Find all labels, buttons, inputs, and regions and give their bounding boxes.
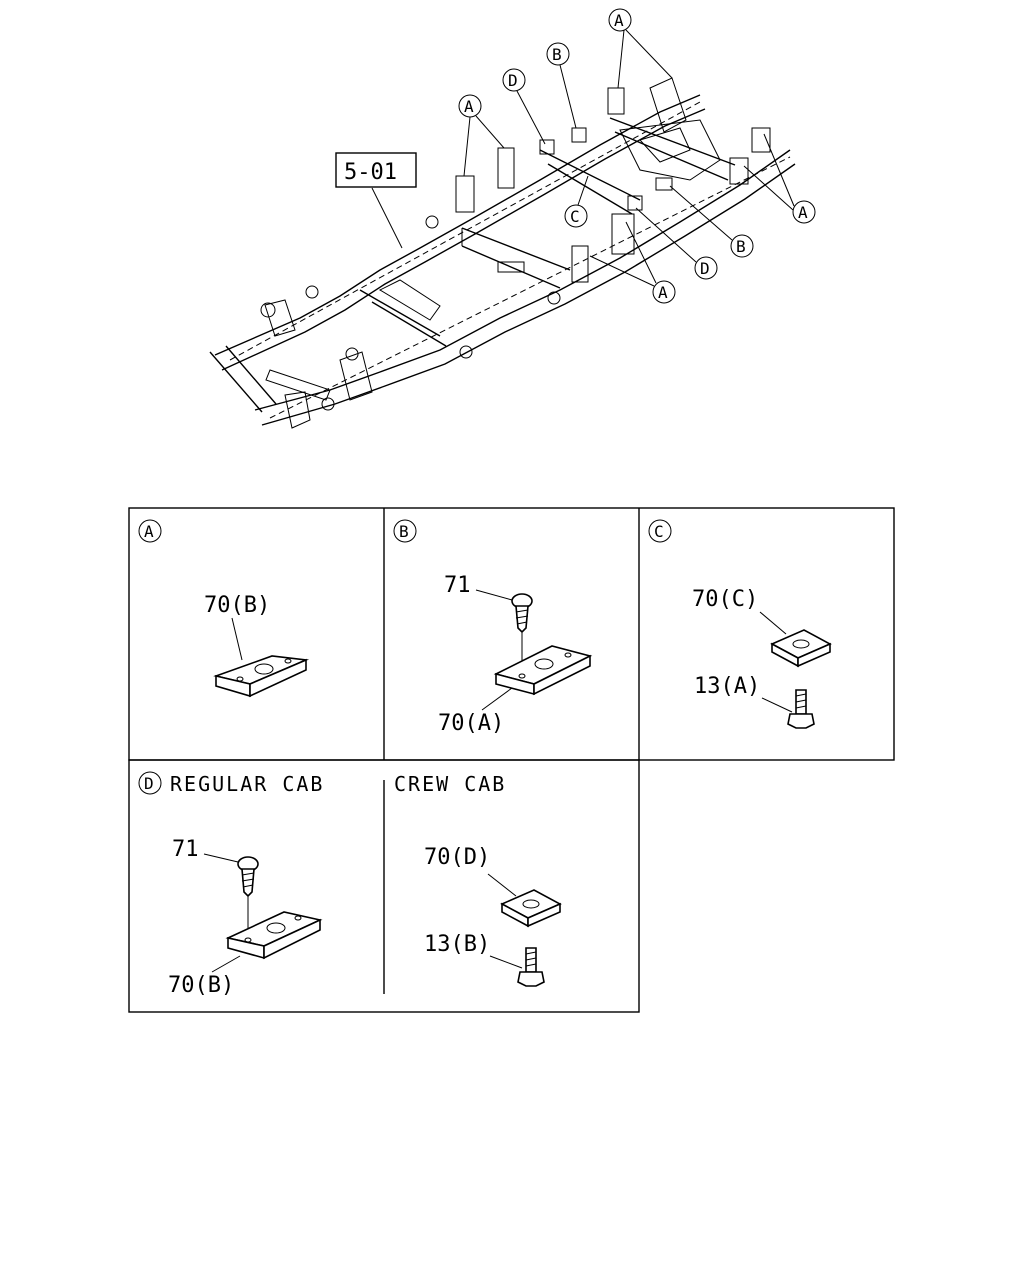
callout-d: D (508, 71, 518, 90)
callout-b: B (552, 45, 562, 64)
panel-d: D REGULAR CAB CREW CAB 71 70(B) 70(D) (138, 771, 562, 998)
callout-a: A (464, 97, 474, 116)
callout-a: A (658, 283, 668, 302)
panel-c: C 70(C) 13(A) (648, 519, 832, 729)
callout-a: A (614, 11, 624, 30)
panel-c-circle: C (654, 522, 664, 541)
plate-70a-icon (493, 645, 593, 696)
plate-70b-icon (213, 655, 310, 698)
part-label-70b: 70(B) (204, 593, 270, 618)
panel-b-circle: B (399, 522, 409, 541)
plate-70c-icon (770, 629, 832, 668)
chassis-frame-illustration (209, 77, 796, 429)
crew-cab-title: CREW CAB (394, 772, 506, 796)
detail-panel-grid (128, 507, 895, 1013)
reference-number: 5-01 (344, 160, 397, 185)
screw-71-icon (511, 593, 533, 676)
bolt-label-13a: 13(A) (694, 674, 760, 699)
callout-d: D (700, 259, 710, 278)
part-label-70d: 70(D) (424, 845, 490, 870)
screw-label-71: 71 (444, 573, 471, 598)
callout-b: B (736, 237, 746, 256)
plate-70d-icon (500, 889, 562, 928)
screw-label-71: 71 (172, 837, 199, 862)
part-label-70c: 70(C) (692, 587, 758, 612)
panel-b: B 71 70(A) (393, 519, 593, 736)
bolt-label-13b: 13(B) (424, 932, 490, 957)
panel-d-circle: D (144, 774, 154, 793)
panel-a: A 70(B) (138, 519, 310, 698)
part-label-70b: 70(B) (168, 973, 234, 998)
plate-70b-icon (225, 911, 323, 960)
regular-cab-title: REGULAR CAB (170, 772, 324, 796)
panel-a-circle: A (144, 522, 154, 541)
bolt-13a-icon (787, 689, 815, 729)
part-label-70a: 70(A) (438, 711, 504, 736)
reference-box-5-01: 5-01 (335, 152, 417, 249)
callout-a: A (798, 203, 808, 222)
frame-callouts: A A A A B B C D D (458, 8, 816, 304)
callout-c: C (570, 207, 580, 226)
bolt-13b-icon (517, 947, 545, 987)
